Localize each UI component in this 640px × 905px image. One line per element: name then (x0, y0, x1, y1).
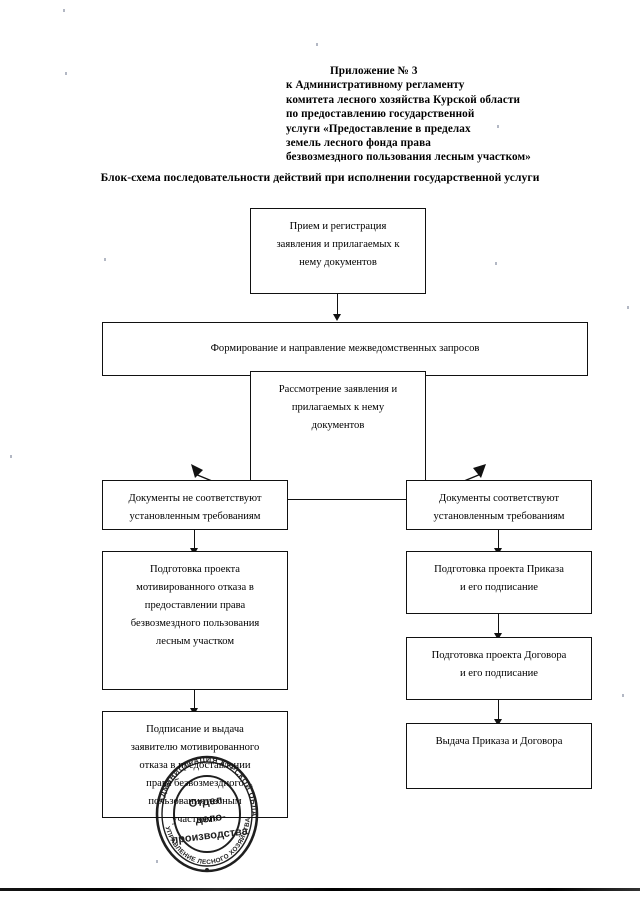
connector-noncompliant-to-refusal (194, 530, 196, 551)
connector-refusal-to-issue (194, 690, 196, 711)
appendix-header-line: услуги «Предоставление в пределах (286, 122, 471, 135)
node-line: установленным требованиям (433, 511, 565, 522)
node-line: пользования лесным (148, 796, 242, 807)
node-prepare-contract: Подготовка проекта Договора и его подпис… (406, 637, 592, 700)
scan-speck (65, 72, 67, 75)
node-line: Документы соответствуют (438, 493, 559, 504)
node-line: отказа в предоставлении (139, 760, 251, 771)
node-line: Подготовка проекта (150, 564, 240, 575)
node-line: установленным требованиям (129, 511, 261, 522)
node-intake: Прием и регистрация заявления и прилагае… (250, 208, 426, 294)
node-line: заявления и прилагаемых к (276, 239, 400, 250)
node-line: Подготовка проекта Договора (431, 650, 567, 661)
node-review: Рассмотрение заявления и прилагаемых к н… (250, 371, 426, 500)
node-line: Подготовка проекта Приказа (434, 564, 564, 575)
node-line: безвозмездного пользования (130, 618, 260, 629)
node-line: предоставлении права (144, 600, 246, 611)
node-prepare-refusal: Подготовка проекта мотивированного отказ… (102, 551, 288, 690)
stamp-center-line: Отдел (188, 794, 223, 810)
arrowhead-down (333, 314, 341, 321)
connector-contract-to-issue (498, 700, 500, 723)
node-line: прилагаемых к нему (291, 402, 385, 413)
scan-speck (497, 125, 499, 128)
scan-speck (316, 43, 318, 46)
node-line: мотивированного отказа в (136, 582, 254, 593)
scan-speck (104, 258, 106, 261)
node-documents-not-compliant: Документы не соответствуют установленным… (102, 480, 288, 530)
stamp-center-line: дело- (195, 811, 227, 827)
node-line: документов (311, 420, 365, 431)
appendix-header-line: к Административному регламенту (286, 79, 465, 92)
node-line: права безвозмездного (146, 778, 244, 789)
connector-compliant-to-order (498, 530, 500, 551)
scan-speck (622, 694, 624, 697)
connector-order-to-contract (498, 614, 500, 636)
connector-intake-to-requests (337, 294, 339, 316)
scan-speck (63, 9, 65, 12)
node-line: Подписание и выдача (146, 724, 244, 735)
node-line: Выдача Приказа и Договора (435, 736, 563, 747)
node-line: заявителю мотивированного (130, 742, 260, 753)
official-round-stamp: АДМИНИСТРАЦИЯ КУРСКОЙ ОБЛАСТИ УПРАВЛЕНИЕ… (148, 753, 266, 875)
node-line: Формирование и направление межведомствен… (210, 343, 480, 354)
page-title: Блок-схема последовательности действий п… (100, 171, 540, 184)
node-line: и его подписание (459, 582, 538, 593)
node-line: Документы не соответствуют (128, 493, 262, 504)
appendix-header-line: по предоставлению государственной (286, 108, 475, 121)
scan-speck (627, 306, 629, 309)
scan-edge-band (0, 888, 640, 891)
arrowhead-down (494, 719, 502, 726)
appendix-header-line: земель лесного фонда права (286, 137, 431, 150)
node-line: участком» (171, 814, 219, 825)
node-line: нему документов (299, 257, 377, 268)
appendix-header-line: комитета лесного хозяйства Курской облас… (286, 93, 521, 106)
node-interagency-requests: Формирование и направление межведомствен… (102, 322, 588, 376)
node-line: лесным участком (155, 636, 235, 647)
appendix-number: Приложение № 3 (330, 65, 418, 77)
node-line: и его подписание (459, 668, 538, 679)
node-line: Прием и регистрация (289, 221, 387, 232)
node-issue-refusal: Подписание и выдача заявителю мотивирова… (102, 711, 288, 825)
node-issue-order-and-contract: Выдача Приказа и Договора (406, 723, 592, 789)
arrowhead-down (494, 633, 502, 640)
scan-speck (156, 860, 158, 863)
scan-speck (10, 455, 12, 458)
appendix-header-line: безвозмездного пользования лесным участк… (286, 151, 531, 164)
appendix-header: Приложение № 3 к Административному регла… (286, 64, 616, 165)
node-documents-compliant: Документы соответствуют установленным тр… (406, 480, 592, 530)
node-prepare-order: Подготовка проекта Приказа и его подписа… (406, 551, 592, 614)
node-line: Рассмотрение заявления и (278, 384, 398, 395)
scan-speck (495, 262, 497, 265)
